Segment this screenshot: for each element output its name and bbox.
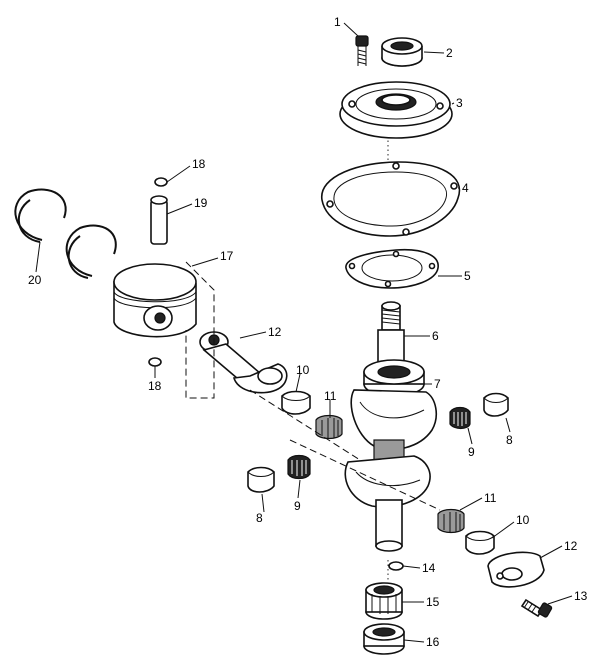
part-8-bearing-cage-right [483,392,509,417]
callout-1: 1 [334,15,341,29]
callout-8-left: 8 [256,511,263,525]
part-4-crankcase-ring [321,161,461,237]
callout-11-upper: 11 [324,389,337,403]
leader-lines [35,22,573,643]
alignment-dash-crankpin [249,389,441,511]
part-3-housing-plate [339,81,453,139]
callout-3: 3 [456,96,463,110]
part-18-circlip-top [154,177,168,187]
callout-10-lower: 10 [516,513,530,527]
callout-16: 16 [426,635,440,649]
part-11-needle-bearing-lower [437,508,465,534]
callout-12-rod: 12 [268,325,282,339]
part-6-7-crankshaft [344,301,438,552]
part-12-connecting-rod [199,331,288,394]
part-2-oil-seal [381,37,423,67]
part-9-needle-bearing-right [449,406,471,430]
callout-12-cap: 12 [564,539,578,553]
callout-4: 4 [462,181,469,195]
callout-15: 15 [426,595,440,609]
callout-6: 6 [432,329,439,343]
alignment-dash-piston [185,261,215,399]
part-8-bearing-cage-left [247,466,275,493]
part-13-cap-screw [520,598,553,618]
callout-9-left: 9 [294,499,301,513]
callout-14: 14 [422,561,436,575]
part-10-cage-upper [281,390,311,415]
part-15-roller-bearing [365,582,403,620]
part-11-needle-bearing-upper [315,414,343,440]
callout-18-bottom: 18 [148,379,162,393]
callout-18-top: 18 [192,157,206,171]
callout-2: 2 [446,46,453,60]
part-14-o-ring [388,561,404,571]
callout-11-lower: 11 [484,491,497,505]
part-12-rod-cap [487,551,545,588]
part-5-gasket [345,248,439,289]
callout-7: 7 [434,377,441,391]
part-19-piston-pin [150,195,168,245]
callout-17: 17 [220,249,234,263]
callout-19: 19 [194,196,208,210]
callout-9-right: 9 [468,445,475,459]
callout-10-upper: 10 [296,363,310,377]
part-9-needle-bearing-left [287,454,311,480]
part-1-bolt [355,35,369,66]
part-17-piston [113,263,197,338]
callout-13: 13 [574,589,588,603]
part-10-cage-lower [465,530,495,555]
part-18-circlip-bottom [148,357,162,367]
callout-5: 5 [464,269,471,283]
part-16-seal [363,623,405,655]
callout-8-right: 8 [506,433,513,447]
callout-20: 20 [28,273,42,287]
part-20-piston-rings [14,188,117,279]
